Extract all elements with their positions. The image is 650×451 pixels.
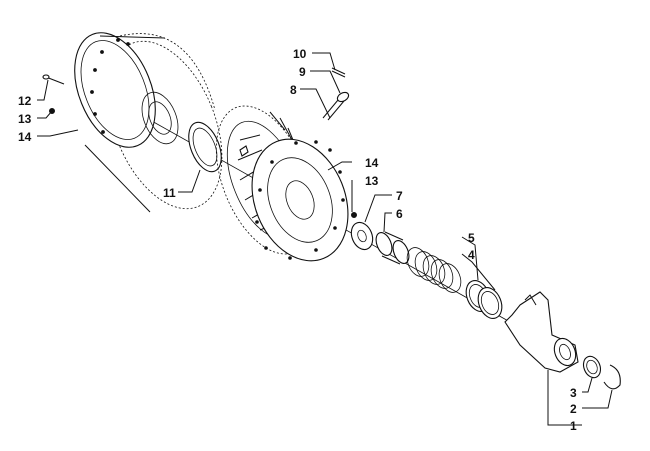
rings-4: [465, 280, 503, 319]
callout-12: 12: [18, 94, 32, 108]
callout-2: 2: [570, 402, 577, 416]
callout-9: 9: [299, 65, 306, 79]
callout-11: 11: [163, 186, 176, 200]
ring-11: [188, 121, 222, 173]
washer-7: [350, 221, 374, 251]
callout-6: 6: [396, 207, 403, 221]
bearing-3: [582, 355, 602, 379]
nut-13-right: [351, 212, 357, 218]
plate-14-right: [251, 138, 349, 262]
callout-13-left: 13: [18, 112, 32, 126]
bolt-12: [42, 74, 65, 85]
pin-8: [322, 91, 350, 121]
callout-7: 7: [396, 189, 403, 203]
callout-3: 3: [570, 386, 577, 400]
callout-14-right: 14: [365, 156, 379, 170]
key-9: [331, 67, 346, 78]
callout-8: 8: [290, 83, 297, 97]
spring-5: [406, 247, 462, 293]
callout-labels: 10 9 8 12 13 14 11 14 13 7 6 5 4 3 2 1: [18, 47, 577, 433]
callout-14-left: 14: [18, 130, 32, 144]
leader-lines: [37, 52, 613, 426]
housing-1: [504, 291, 579, 373]
snap-ring-2: [603, 364, 621, 390]
callout-10: 10: [293, 47, 307, 61]
callout-5: 5: [468, 231, 475, 245]
fixed-sheave: [74, 32, 223, 213]
bushing-6: [375, 231, 410, 265]
callout-4: 4: [468, 248, 475, 262]
callout-13-right: 13: [365, 174, 379, 188]
callout-1: 1: [570, 419, 577, 433]
